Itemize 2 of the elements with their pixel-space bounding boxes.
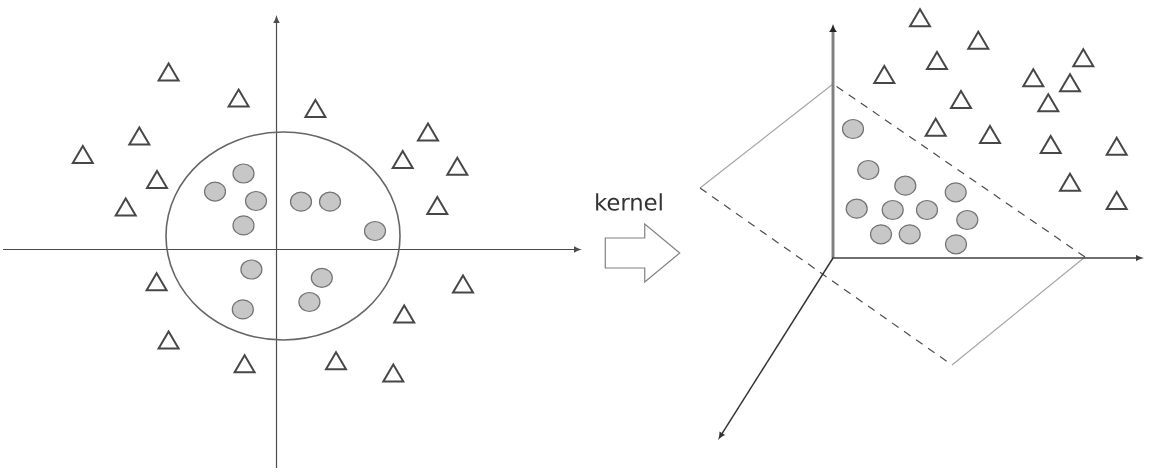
block-arrow <box>604 222 681 284</box>
edge-label: kernel <box>592 191 666 213</box>
